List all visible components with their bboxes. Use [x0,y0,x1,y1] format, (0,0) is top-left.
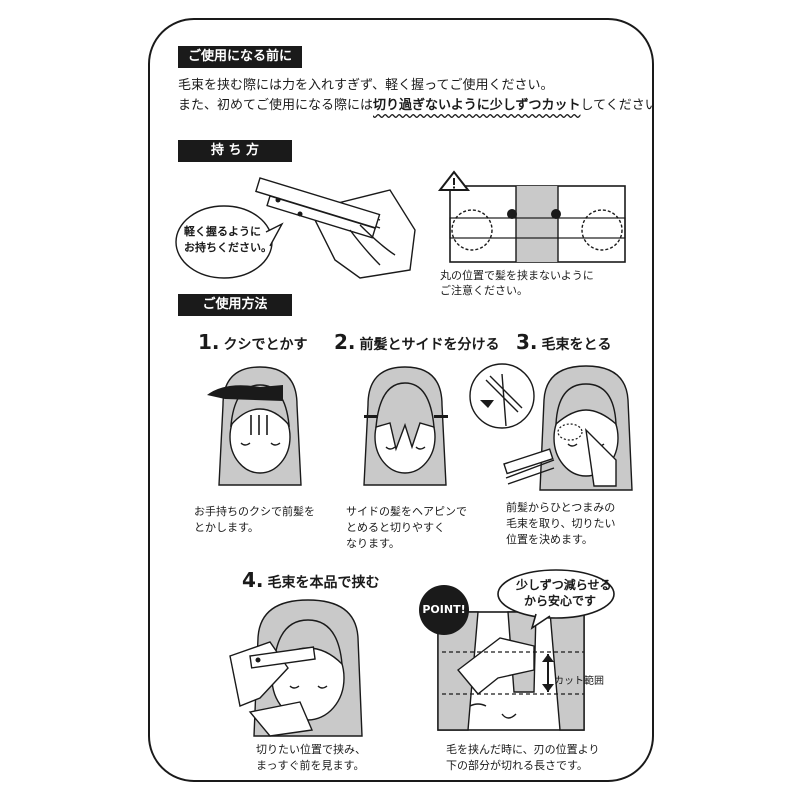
step-1-illustration [207,366,302,486]
step-3-desc-line-3: 位置を決めます。 [506,533,593,546]
step-1-desc-line-2: とかします。 [194,521,259,534]
step-2-desc-line-3: なります。 [346,537,400,550]
step-1-title: 1.クシでとかす [198,330,308,354]
point-badge-label: POINT! [422,603,466,616]
hold-bubble-line-1: 軽く握るように [184,225,261,238]
step-2-illustration [363,366,448,486]
point-diagram [437,611,585,731]
holding-hand-illustration [255,177,416,279]
step-2-desc-line-2: とめると切りやすく [346,521,445,534]
step-3-illustration [469,363,633,491]
section-title-usage: ご使用方法 [178,294,292,316]
point-bubble-line-1: 少しずつ減らせる [516,578,612,592]
hold-speech-bubble [175,205,284,279]
step-2-label: 前髪とサイドを分ける [359,337,500,353]
caution-line-1: 丸の位置で髪を挟まないように [440,269,594,282]
step-4-title: 4.毛束を本品で挟む [242,568,380,592]
step-3-label: 毛束をとる [541,337,612,353]
caution-line-2: ご注意ください。 [440,284,528,297]
step-4-desc-line-2: まっすぐ前を見ます。 [256,759,365,772]
caution-diagram [437,170,626,263]
before-use-line-1: 毛束を挟む際には力を入れすぎず、軽く握ってご使用ください。 [178,78,554,93]
point-badge [419,585,469,635]
section-title-how-to-hold: 持 ち 方 [178,140,292,162]
hold-bubble-line-2: お持ちください。 [184,241,272,254]
step-4-illustration [229,599,363,737]
section-title-before-use: ご使用になる前に [178,46,303,68]
point-range-label: カット範囲 [554,676,604,687]
step-1-desc-line-1: お手持ちのクシで前髪を [194,505,315,518]
before-use-emphasis: 切り過ぎないように少しずつカット [373,98,581,113]
step-3-desc-line-1: 前髪からひとつまみの [506,501,616,514]
point-speech-bubble [497,569,615,630]
before-use-line-2-pre: また、初めてご使用になる際には [178,98,374,113]
step-4-label: 毛束を本品で挟む [267,575,380,591]
step-2-title: 2.前髪とサイドを分ける [334,330,500,354]
step-3-desc-line-2: 毛束を取り、切りたい [506,517,616,530]
point-desc-line-1: 毛を挟んだ時に、刃の位置より [446,743,600,756]
instruction-card: ご使用になる前に 毛束を挟む際には力を入れすぎず、軽く握ってご使用ください。 ま… [148,18,654,782]
step-4-desc-line-1: 切りたい位置で挟み、 [256,743,366,756]
step-3-number: 3. [516,330,538,354]
step-4-number: 4. [242,568,264,592]
before-use-line-2: また、初めてご使用になる際には切り過ぎないように少しずつカットしてください。 [178,96,653,116]
step-1-number: 1. [198,330,220,354]
step-2-desc-line-1: サイドの髪をヘアピンで [346,505,467,518]
step-3-title: 3.毛束をとる [516,330,612,354]
point-bubble-line-2: から安心です [524,594,597,608]
step-1-label: クシでとかす [223,337,308,353]
before-use-line-2-post: してください。 [580,98,653,113]
point-desc-line-2: 下の部分が切れる長さです。 [446,759,588,772]
step-2-number: 2. [334,330,356,354]
